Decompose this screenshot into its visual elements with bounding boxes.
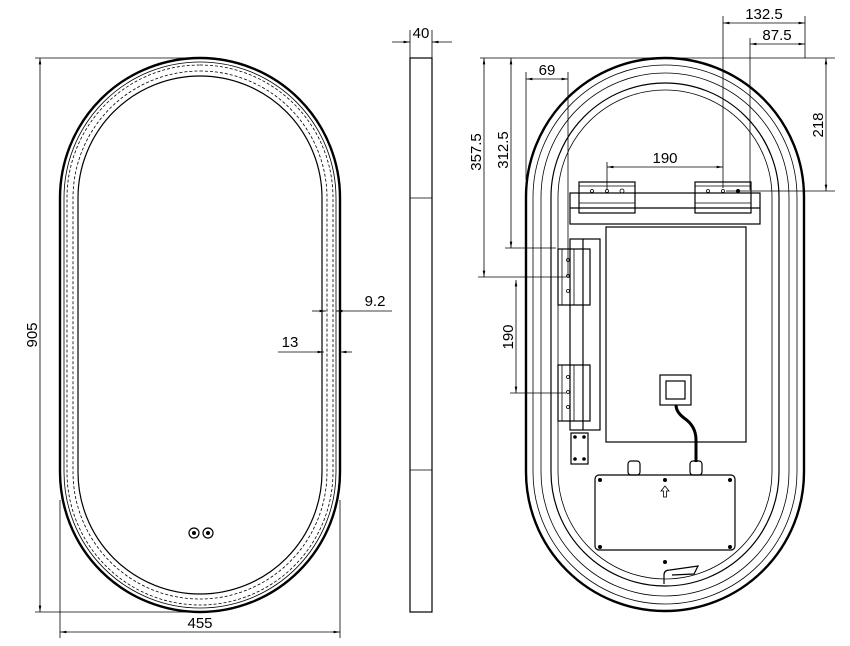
led-driver-box (594, 460, 736, 584)
led-strip (66, 64, 334, 606)
mounting-plate (570, 432, 589, 465)
top-bracket-offset-1-dimension: 132.5 (745, 6, 783, 23)
side-bracket-top-2-dimension: 357.5 (468, 133, 485, 171)
width-dimension: 455 (187, 615, 212, 632)
side-bracket-top-1-dimension: 312.5 (495, 131, 512, 169)
rear-view: 132.5 87.5 218 190 69 312.5 357.5 190 (468, 6, 835, 613)
touch-button-2[interactable] (202, 527, 214, 539)
side-bracket-offset-dimension: 69 (539, 62, 556, 79)
switch-box (659, 374, 692, 406)
top-bracket-height-dimension: 218 (810, 112, 827, 137)
depth-dimension: 40 (413, 25, 430, 42)
rear-panel (605, 226, 747, 443)
touch-buttons[interactable] (188, 527, 214, 539)
top-bracket-spacing-dimension: 190 (652, 150, 677, 167)
up-arrow-icon (660, 485, 670, 498)
side-view: 40 (392, 25, 452, 613)
height-dimension: 905 (24, 322, 41, 347)
top-bracket-offset-2-dimension: 87.5 (762, 27, 791, 44)
frame-width-dimension: 13 (282, 334, 299, 351)
led-offset-dimension: 9.2 (365, 293, 386, 310)
mirror-glass (77, 75, 323, 595)
front-view: 905 455 9.2 13 (24, 56, 392, 638)
side-bracket-spacing-dimension: 190 (500, 324, 517, 349)
touch-button-1[interactable] (188, 527, 200, 539)
